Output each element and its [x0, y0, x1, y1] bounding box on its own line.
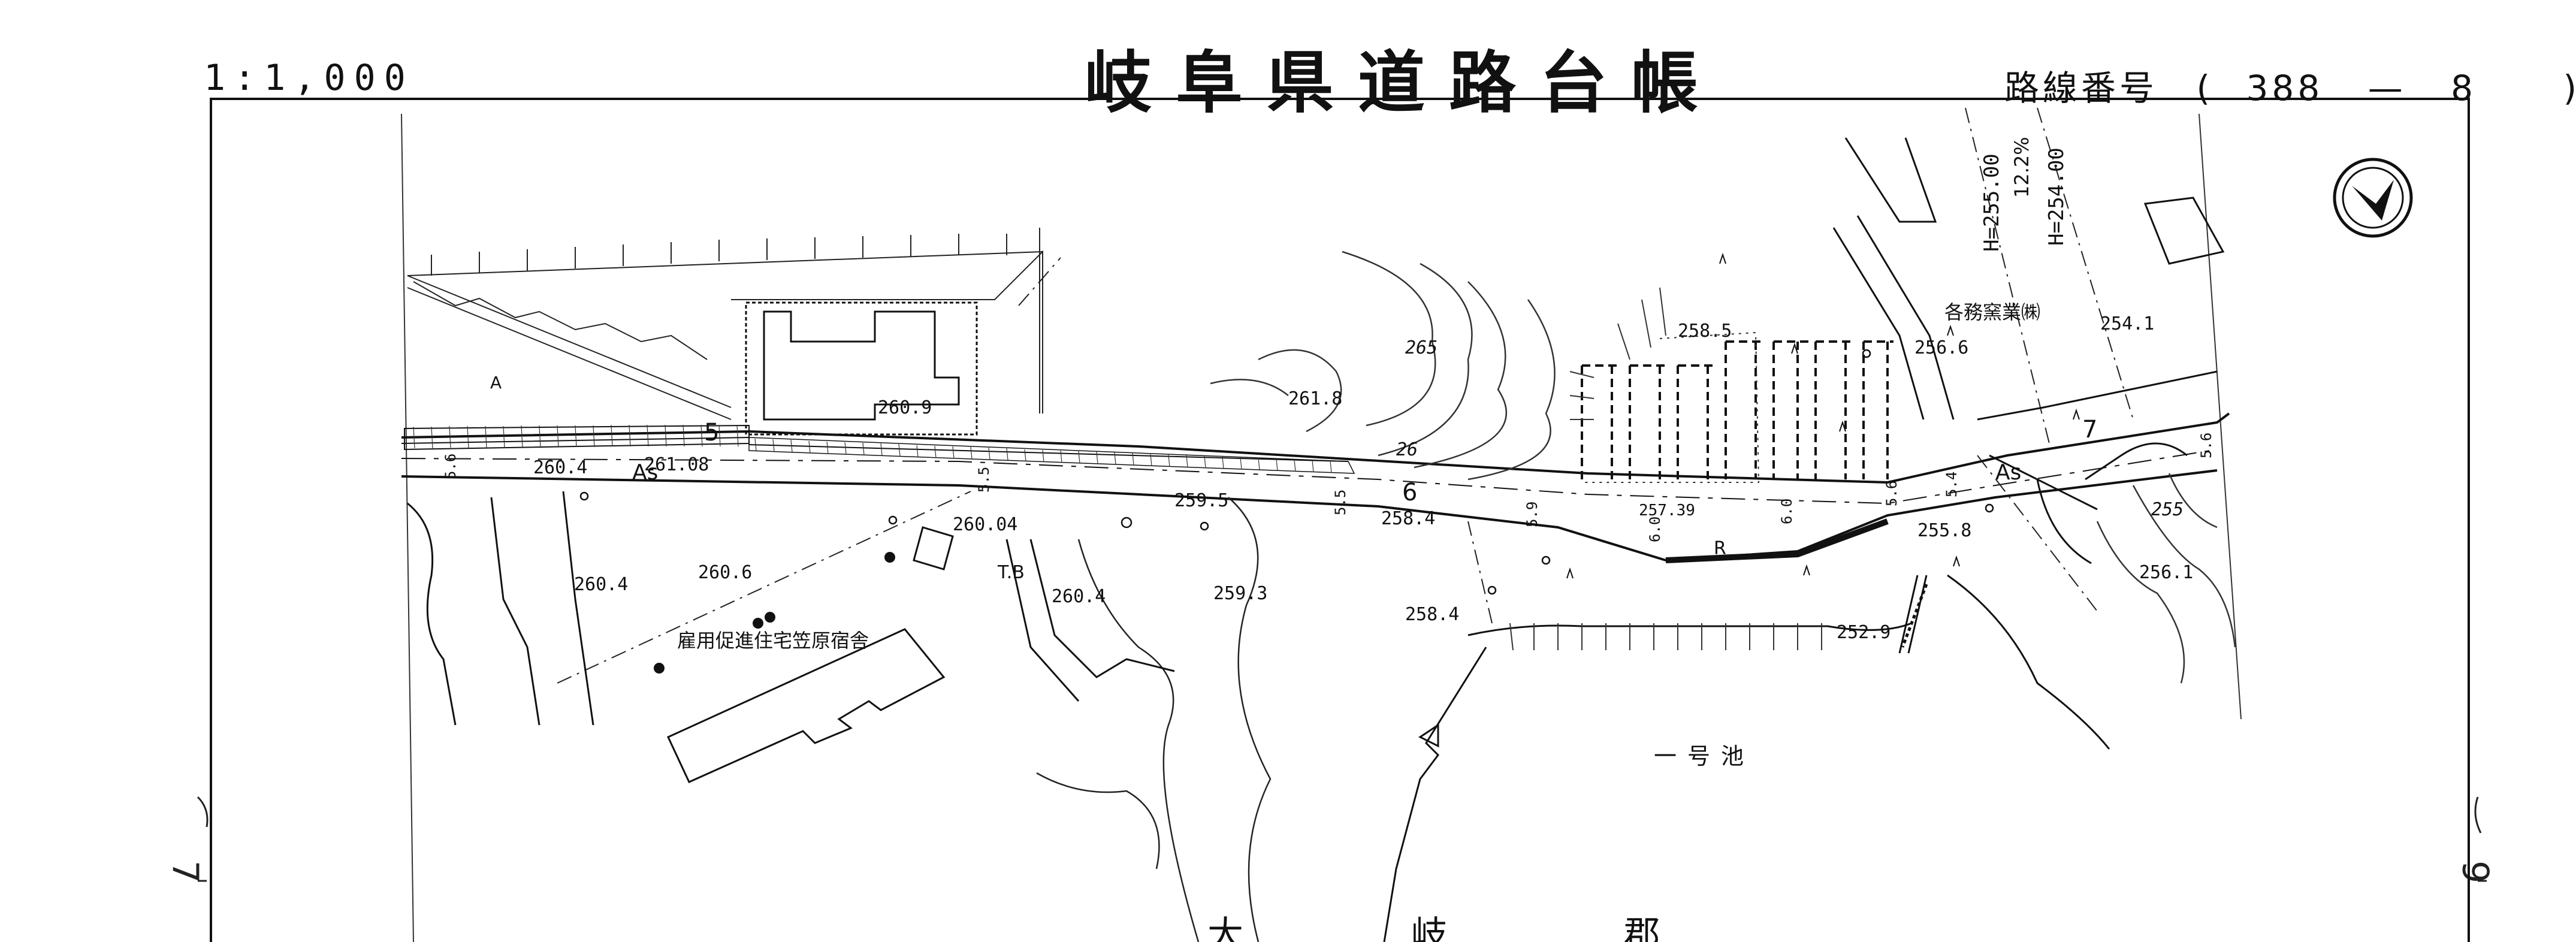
- width-6-0-a: 6.0: [1647, 517, 1663, 542]
- elev-258-4-b: 258.4: [1405, 604, 1459, 625]
- contour-265: 265: [1405, 337, 1438, 358]
- elev-259-3: 259.3: [1213, 583, 1267, 604]
- route-dash: —: [2367, 68, 2406, 108]
- width-6-0-b: 6.0: [1778, 499, 1795, 524]
- asphalt-label-right: As: [1995, 460, 2021, 485]
- station-7: 7: [2082, 416, 2097, 443]
- streams: [1036, 497, 1272, 942]
- wall-hatching: [413, 424, 1332, 473]
- map-scale: 1:1,000: [204, 57, 414, 99]
- map-frame: [210, 98, 2470, 942]
- bottom-text-3: 郡: [1624, 914, 1660, 942]
- page-title: 岐阜県道路台帳: [1085, 44, 1722, 122]
- company-label: 各務窯業㈱: [1944, 301, 2040, 324]
- small-structure: [913, 526, 954, 570]
- width-5-6-a: 5.6: [442, 454, 459, 479]
- hatched-wall: [748, 437, 1355, 474]
- survey-markers: [654, 552, 895, 674]
- elev-260-9: 260.9: [878, 397, 932, 418]
- width-5-5-b: 5.5: [1332, 490, 1349, 515]
- elev-259-5: 259.5: [1174, 490, 1228, 511]
- buildings: [667, 137, 2225, 783]
- asphalt-label-left: As: [632, 460, 658, 485]
- elev-260-04: 260.04: [953, 514, 1017, 535]
- road: [401, 412, 2230, 563]
- contour-26: 26: [1396, 439, 1418, 460]
- dorm-label: 雇用促進住宅笠原宿舎: [677, 629, 869, 652]
- elev-261-8: 261.8: [1288, 388, 1342, 409]
- north-arrow-icon: [2333, 158, 2413, 238]
- grass-symbols: [1566, 252, 2080, 579]
- dorm-building: [667, 628, 946, 783]
- width-5-5-a: 5.5: [976, 467, 992, 493]
- tb-label: T.B: [997, 562, 1025, 583]
- slope-ticks: [1509, 287, 1822, 651]
- elev-256-1: 256.1: [2139, 562, 2193, 583]
- elev-256-6: 256.6: [1914, 337, 1968, 358]
- bottom-text-1: 大: [1207, 914, 1243, 942]
- elev-258-4-a: 258.4: [1381, 508, 1435, 529]
- width-5-6-c: 5.6: [2198, 433, 2215, 458]
- elev-260-6: 260.6: [698, 562, 752, 583]
- embankment: [407, 228, 1043, 420]
- elev-260-4-a: 260.4: [533, 457, 587, 478]
- parking-lots: [1581, 340, 1894, 479]
- contour-lines: [1210, 250, 2236, 684]
- width-5-4: 5.4: [1943, 472, 1960, 497]
- elev-260-4-c: 260.4: [1052, 586, 1106, 607]
- stairs: [1901, 584, 1928, 648]
- elev-261-08: 261.08: [644, 454, 709, 475]
- elev-258-5: 258.5: [1678, 321, 1732, 342]
- route-label: 路線番号: [2004, 68, 2158, 108]
- lot-boundary: [1582, 331, 1760, 483]
- contour-255: 255: [2151, 499, 2184, 520]
- culvert: [1418, 723, 1439, 748]
- width-5-9: 5.9: [1524, 502, 1541, 527]
- boundary-lines: [557, 107, 2134, 684]
- elev-260-4-b: 260.4: [574, 574, 628, 595]
- pond-label: 一号池: [1654, 743, 1754, 769]
- station-5: 5: [704, 419, 719, 446]
- grade-label: 12.2%: [2010, 137, 2033, 198]
- elev-252-9: 252.9: [1837, 622, 1891, 643]
- side-roads: [407, 215, 2218, 726]
- a-mark: A: [490, 373, 502, 393]
- route-no: 388: [2246, 68, 2324, 108]
- utility-points: [579, 349, 1994, 595]
- elev-255-8: 255.8: [1917, 520, 1971, 541]
- h254-label: H=254.00: [2045, 147, 2068, 246]
- r-label: R: [1714, 538, 1726, 559]
- bottom-text-2: 岐: [1411, 914, 1447, 942]
- route-paren-close: ): [2563, 68, 2576, 108]
- elev-257-39: 257.39: [1639, 502, 1695, 520]
- margin-ticks: [197, 796, 2487, 882]
- h255-label: H=255.00: [1980, 153, 2004, 252]
- station-6: 6: [1402, 479, 1417, 506]
- sheet-boundary: [401, 113, 2242, 942]
- width-5-6-b: 5.6: [1883, 481, 1900, 506]
- elev-254-1: 254.1: [2100, 313, 2154, 334]
